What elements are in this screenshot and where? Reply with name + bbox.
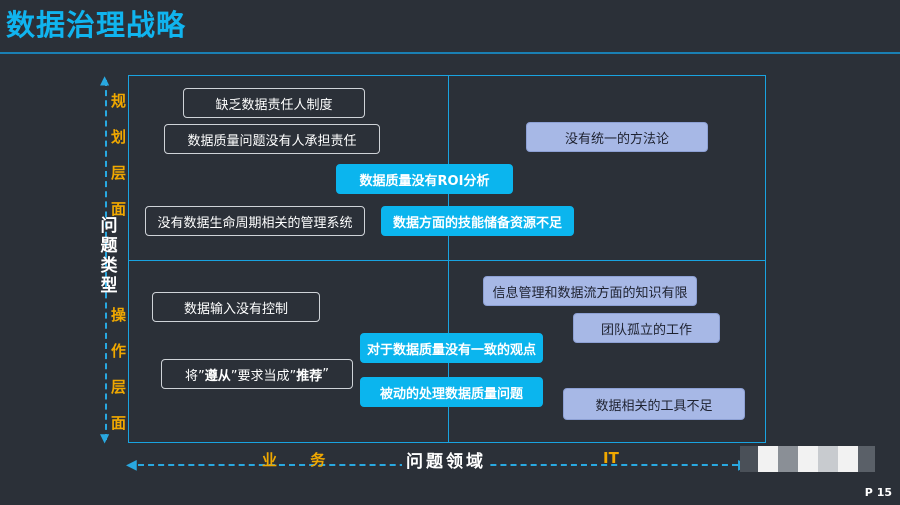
page-title: 数据治理战略 — [6, 8, 187, 42]
item-insufficient-tools: 数据相关的工具不足 — [563, 388, 745, 420]
problem-type-char-2: 题 — [100, 236, 118, 256]
quote-comply: 遵从 — [204, 368, 231, 384]
problem-type-char-3: 类 — [100, 256, 118, 276]
item-reactive-quality-handling: 被动的处理数据质量问题 — [360, 377, 543, 407]
axis-label-business: 业 务 — [262, 451, 340, 469]
axis-label-planning-1: 规 — [111, 92, 127, 110]
title-divider — [0, 52, 900, 54]
axis-label-planning-4: 面 — [111, 200, 127, 218]
axis-down-arrow-icon: ▼ — [100, 431, 110, 445]
axis-left-arrow-icon: ◀ — [126, 457, 137, 473]
item-isolated-teams: 团队孤立的工作 — [573, 313, 720, 343]
item-skills-shortage: 数据方面的技能储备资源不足 — [381, 206, 574, 236]
axis-label-planning-3: 层 — [111, 164, 127, 182]
axis-label-it: IT — [603, 449, 619, 467]
item-no-consistent-view: 对于数据质量没有一致的观点 — [360, 333, 543, 363]
item-no-lifecycle-system: 没有数据生命周期相关的管理系统 — [145, 206, 365, 236]
problem-type-char-1: 问 — [100, 216, 118, 236]
axis-up-arrow-icon: ▲ — [100, 73, 110, 87]
axis-label-problem-type: 问 题 类 型 — [99, 216, 119, 296]
axis-label-ops-1: 操 — [111, 306, 127, 324]
quote-prefix: 将” — [184, 368, 205, 384]
axis-label-planning-2: 划 — [111, 128, 127, 146]
axis-label-problem-domain: 问题领域 — [402, 447, 490, 472]
problem-type-char-4: 型 — [100, 276, 118, 296]
axis-label-ops-2: 作 — [111, 342, 127, 360]
axis-label-ops-4: 面 — [111, 414, 127, 432]
axis-label-ops-3: 层 — [111, 378, 127, 396]
vertical-divider — [448, 76, 449, 442]
item-no-input-control: 数据输入没有控制 — [152, 292, 320, 322]
vertical-axis-line — [105, 80, 107, 440]
item-no-data-owner: 缺乏数据责任人制度 — [183, 88, 365, 118]
horizontal-divider — [129, 260, 765, 261]
item-limited-knowledge: 信息管理和数据流方面的知识有限 — [483, 276, 697, 306]
item-no-methodology: 没有统一的方法论 — [526, 122, 708, 152]
item-compliance-as-recommendation: 将”遵从”要求当成”推荐” — [161, 359, 353, 389]
item-no-roi-analysis: 数据质量没有ROI分析 — [336, 164, 513, 194]
blurred-watermark — [740, 446, 875, 472]
quote-mid: ”要求当成” — [230, 368, 297, 384]
quote-suffix: ” — [322, 366, 329, 382]
quote-recommend: 推荐 — [296, 368, 323, 384]
quadrant-matrix — [128, 75, 766, 443]
page-number: P 15 — [864, 486, 892, 499]
item-no-accountability: 数据质量问题没有人承担责任 — [164, 124, 380, 154]
